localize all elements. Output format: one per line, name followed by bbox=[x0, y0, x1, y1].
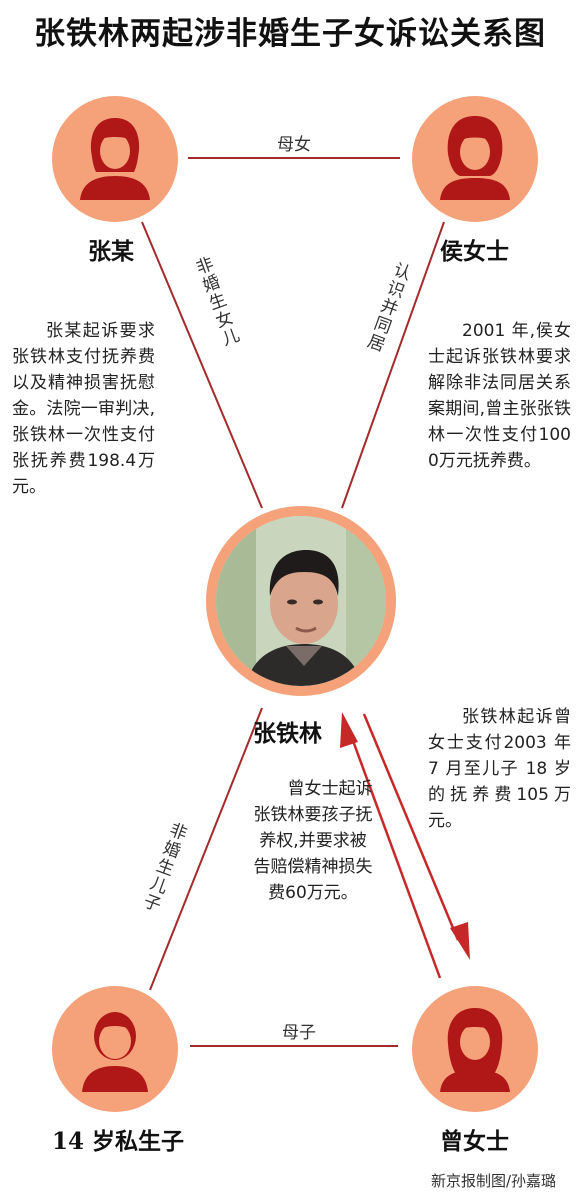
node-ceng-name: 曾女士 bbox=[440, 1128, 509, 1155]
arrow-ceng-to-tielin-head bbox=[340, 712, 358, 748]
female-person-icon bbox=[440, 116, 510, 200]
arrow-ceng-to-tielin-line bbox=[350, 737, 442, 979]
node-son-circle bbox=[52, 986, 178, 1112]
zhang-tielin-photo bbox=[216, 516, 386, 686]
edge-label-mother-son: 母子 bbox=[282, 1023, 316, 1043]
note-zhang-mou-case: 张某起诉要求张铁林支付抚养费以及精神损害抚慰金。法院一审判决,张铁林一次性支付张… bbox=[12, 321, 155, 497]
diagram-title: 张铁林两起涉非婚生子女诉讼关系图 bbox=[34, 16, 546, 52]
arrow-tielin-to-ceng-head bbox=[450, 922, 470, 960]
note-hou-case: 2001 年,侯女士起诉张铁林要求解除非法同居关系案期间,曾主张张铁林一次性支付… bbox=[428, 321, 571, 471]
note-tielin-case: 张铁林起诉曾女士支付2003 年 7 月至儿子 18 岁的抚养费105万元。 bbox=[428, 707, 571, 831]
edge-cohabited-line bbox=[341, 221, 445, 509]
credit-text: 新京报制图/孙嘉璐 bbox=[430, 1172, 556, 1190]
arrow-tielin-to-ceng-line bbox=[362, 713, 460, 941]
edge-label-mother-daughter: 母女 bbox=[277, 135, 311, 155]
node-son-name: 14 岁私生子 bbox=[52, 1128, 185, 1155]
node-zhang-mou-circle bbox=[52, 96, 178, 222]
node-zhang-mou-name: 张某 bbox=[88, 238, 134, 265]
male-child-icon bbox=[82, 1012, 148, 1092]
female-person-icon bbox=[440, 1008, 510, 1092]
edge-illegitimate-daughter-line bbox=[141, 221, 263, 509]
female-person-icon bbox=[80, 118, 150, 200]
node-ceng-circle bbox=[412, 986, 538, 1112]
node-hou-name: 侯女士 bbox=[440, 238, 509, 265]
node-zhang-tielin-name: 张铁林 bbox=[253, 720, 322, 747]
node-hou-circle bbox=[412, 96, 538, 222]
edge-illegitimate-son-line bbox=[149, 707, 263, 991]
portrait-image-icon bbox=[216, 516, 386, 686]
note-ceng-case: 曾女士起诉张铁林要孩子抚养权,并要求被告赔偿精神损失费60万元。 bbox=[253, 779, 373, 903]
